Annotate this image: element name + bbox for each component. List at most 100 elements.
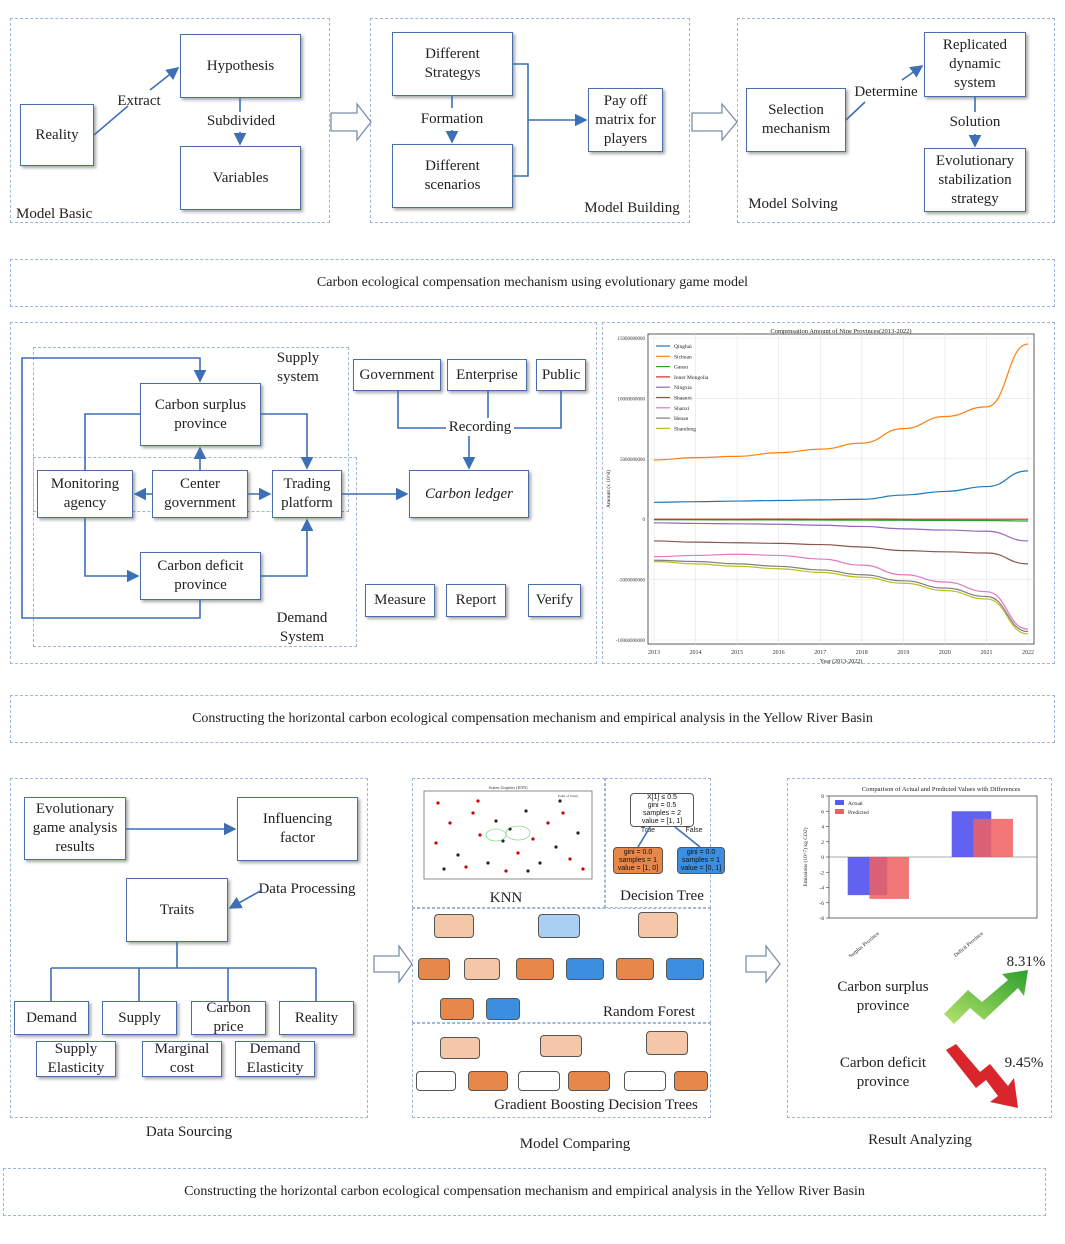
- y-tick-label: 4: [821, 825, 824, 831]
- y-tick-label: -8: [819, 916, 824, 922]
- random-forest-trees: [412, 908, 711, 1023]
- legend-entry: Shaanxi: [674, 396, 692, 402]
- bar-y-axis-label: Emissions (10^7) kg CO2): [802, 827, 809, 886]
- y-axis-label: Amount (x 10^8): [605, 470, 612, 508]
- y-tick-label: 0: [821, 855, 824, 861]
- reality-box: Reality: [20, 104, 94, 166]
- knn-point: [568, 857, 572, 861]
- knn-scatter-plot: Scatter Graphics (KNN)Point of Study: [423, 785, 593, 880]
- bar-legend-swatch: [835, 800, 844, 805]
- carbon-deficit-box: Carbon deficit province: [140, 552, 261, 600]
- compensation-chart-panel: [602, 322, 1055, 664]
- series-line-gansu: [654, 519, 1029, 522]
- result-analyzing-panel: [787, 778, 1052, 1118]
- knn-point: [581, 867, 585, 871]
- legend-entry: Inner Mongolia: [674, 375, 709, 381]
- demand-box: Demand: [14, 1001, 89, 1035]
- public-box: Public: [536, 359, 586, 391]
- x-tick-label: 2018: [856, 650, 868, 656]
- supply-system-label: Supply system: [276, 350, 320, 385]
- data-processing-label: Data Processing: [258, 881, 356, 897]
- knn-point: [526, 869, 530, 873]
- surplus-result-label: Carbon surplus province: [837, 979, 929, 1014]
- gbdt-panel: [412, 1023, 711, 1118]
- plot-frame: [647, 333, 1035, 645]
- model-solving-label: Model Solving: [748, 196, 838, 212]
- gbdt-leaf-node: [624, 1071, 666, 1091]
- center-gov-box: Center government: [152, 470, 248, 518]
- x-tick-label: 2019: [897, 650, 909, 656]
- rf-leaf-node: [440, 998, 474, 1020]
- traits-box: Traits: [126, 878, 228, 942]
- knn-label: KNN: [489, 890, 523, 906]
- gbdt-leaf-node: [568, 1071, 610, 1091]
- dt-false-label: False: [685, 827, 703, 834]
- y-tick-label: -2: [819, 870, 824, 876]
- replicated-box: Replicated dynamic system: [924, 32, 1026, 97]
- up-trend-arrow-icon: [944, 970, 1028, 1024]
- model-basic-label: Model Basic: [16, 206, 93, 222]
- row2-banner: Constructing the horizontal carbon ecolo…: [10, 695, 1055, 743]
- hypothesis-box: Hypothesis: [180, 34, 301, 98]
- knn-panel: [412, 778, 605, 908]
- extract-label: Extract: [117, 93, 161, 109]
- knn-point: [486, 861, 490, 865]
- legend-entry: Shanxi: [674, 406, 690, 412]
- knn-point: [471, 811, 475, 815]
- chart-title: Compensation Amount of Nine Provinces(20…: [770, 328, 911, 335]
- rf-leaf-node: [486, 998, 520, 1020]
- y-tick-label: 15000000000: [618, 337, 646, 342]
- legend-entry: Sichuan: [674, 354, 692, 360]
- gbdt-leaf-node: [674, 1071, 708, 1091]
- knn-point: [456, 853, 460, 857]
- y-tick-label: 8: [821, 794, 824, 800]
- knn-point: [504, 869, 508, 873]
- knn-point: [464, 865, 468, 869]
- knn-point: [448, 821, 452, 825]
- y-tick-label: 10000000000: [618, 397, 646, 402]
- model-solving-panel: [737, 18, 1055, 223]
- selection-box: Selection mechanism: [746, 88, 846, 152]
- rf-leaf-node: [516, 958, 554, 980]
- payoff-box: Pay off matrix for players: [588, 88, 663, 152]
- solution-label: Solution: [949, 114, 1001, 130]
- y-tick-label: 0: [643, 518, 646, 523]
- x-tick-label: 2020: [939, 650, 951, 656]
- series-line-shandong: [653, 560, 1029, 635]
- series-line-shanxi: [653, 553, 1029, 630]
- legend-entry: Qinghai: [674, 344, 692, 350]
- rf-root-node: [538, 914, 580, 938]
- knn-neighbor-circle: [485, 828, 507, 842]
- supply-elasticity-box: Supply Elasticity: [36, 1041, 116, 1077]
- demand-system-label: Demand System: [276, 610, 328, 645]
- x-tick-label: 2017: [814, 650, 826, 656]
- data-sourcing-panel: [10, 778, 368, 1118]
- random-forest-label: Random Forest: [602, 1004, 696, 1020]
- bar-legend-entry: Actual: [848, 801, 863, 807]
- trading-platform-box: Trading platform: [272, 470, 342, 518]
- bar-predicted-0: [869, 857, 909, 899]
- carbon-surplus-box: Carbon surplus province: [140, 383, 261, 446]
- rf-leaf-node: [566, 958, 604, 980]
- deficit-percent: 9.45%: [1004, 1055, 1044, 1071]
- series-line-henan: [653, 559, 1029, 633]
- y-tick-label: 5000000000: [620, 458, 646, 463]
- scenarios-box: Different scenarios: [392, 144, 513, 208]
- rf-split-node: [464, 958, 500, 980]
- ess-box: Evolutionary stabilization strategy: [924, 148, 1026, 212]
- knn-point: [516, 851, 520, 855]
- gbdt-root-node: [440, 1037, 480, 1059]
- knn-point: [436, 801, 440, 805]
- result-analyzing-caption: Result Analyzing: [868, 1132, 972, 1148]
- dt-right-leaf: gini = 0.0 samples = 1 value = [0, 1]: [677, 847, 725, 874]
- government-box: Government: [353, 359, 441, 391]
- knn-neighbor-circle: [505, 825, 531, 841]
- formation-label: Formation: [420, 111, 484, 127]
- knn-point: [531, 837, 535, 841]
- y-tick-label: -6: [819, 901, 824, 907]
- x-tick-label: 2015: [731, 650, 743, 656]
- decision-tree-label: Decision Tree: [620, 888, 704, 904]
- gbdt-label: Gradient Boosting Decision Trees: [494, 1097, 698, 1113]
